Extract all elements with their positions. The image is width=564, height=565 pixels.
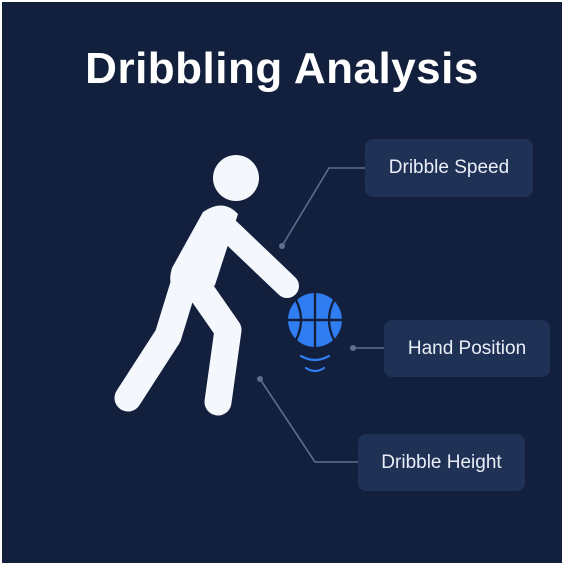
bounce-arcs-icon bbox=[299, 354, 331, 373]
person-head bbox=[213, 155, 259, 201]
connector-speed bbox=[279, 167, 365, 249]
hand-position-label: Hand Position bbox=[384, 320, 550, 377]
dribble-speed-label: Dribble Speed bbox=[365, 139, 533, 197]
connector-hand bbox=[350, 345, 384, 351]
diagram-title: Dribbling Analysis bbox=[85, 44, 479, 93]
connector-height bbox=[257, 376, 358, 463]
basketball-icon bbox=[288, 293, 342, 347]
person-back-leg bbox=[114, 270, 198, 412]
connector-speed-dot bbox=[279, 243, 285, 249]
person-front-leg bbox=[182, 270, 242, 416]
dribble-height-label: Dribble Height bbox=[358, 434, 525, 491]
connector-hand-dot bbox=[350, 345, 356, 351]
person-arm bbox=[210, 212, 299, 298]
connector-height-dot bbox=[257, 376, 263, 382]
person-dribbling-icon bbox=[114, 155, 299, 416]
